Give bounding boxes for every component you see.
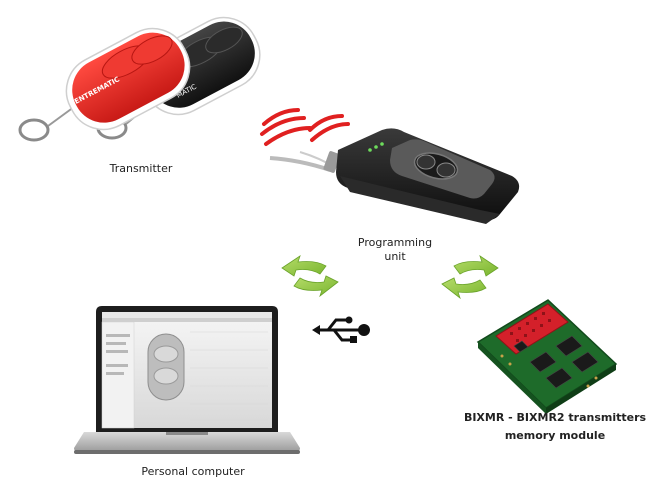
sync-arrows-right-icon: [441, 255, 499, 300]
laptop-image: [74, 306, 300, 454]
transmitter-image: MATIC ENTREMATIC: [18, 16, 261, 142]
memory-module-label-line2: memory module: [504, 429, 606, 442]
sync-arrows-left-icon: [281, 255, 339, 298]
memory-module-label: BIXMR - BIXMR2 transmitters memory modul…: [452, 411, 658, 443]
personal-computer-label: Personal computer: [141, 465, 245, 478]
programming-unit-label-line1: Programming: [357, 236, 433, 249]
programming-unit-label-line2: unit: [384, 250, 406, 263]
transmitter-label: Transmitter: [109, 162, 173, 175]
memory-module-label-line1: BIXMR - BIXMR2 transmitters: [463, 411, 647, 424]
wireless-signal-icon: [260, 108, 350, 146]
red-remote: ENTREMATIC: [65, 27, 191, 131]
usb-icon: [312, 316, 370, 343]
programming-unit-image: [269, 128, 520, 224]
memory-module-image: [476, 299, 618, 414]
programming-unit-label: Programming unit: [340, 236, 450, 264]
